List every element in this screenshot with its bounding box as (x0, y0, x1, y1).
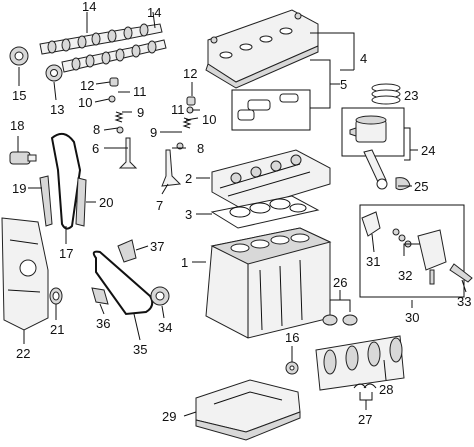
valve-right (161, 149, 182, 187)
cylinder-head (211, 149, 331, 211)
valve-spring-left (114, 111, 124, 123)
crankshaft (315, 335, 405, 391)
crank-pulley-bolt (285, 361, 299, 375)
callout-19: 19 (12, 181, 26, 196)
connecting-rod-bearing (395, 177, 411, 191)
timing-cover (1, 217, 49, 331)
callout-3: 3 (185, 207, 192, 222)
callout-22: 22 (16, 346, 30, 361)
callout-24: 24 (421, 143, 435, 158)
callout-12-b: 12 (183, 66, 197, 81)
oil-pump-chain (92, 250, 154, 316)
callout-29: 29 (162, 409, 176, 424)
callout-37: 37 (150, 239, 164, 254)
valve-lifter-right (186, 96, 196, 106)
oil-pump-inlet (361, 211, 381, 237)
cam-sprocket-13 (45, 64, 63, 82)
camshaft-exhaust (61, 39, 167, 73)
callout-35: 35 (133, 342, 147, 357)
callout-17: 17 (59, 246, 73, 261)
callout-10-b: 10 (202, 112, 216, 127)
oil-pressure-sensor (449, 263, 473, 283)
camshaft-intake (39, 23, 163, 55)
valve-lifter-left (109, 77, 119, 87)
callout-13: 13 (50, 102, 64, 117)
callout-5: 5 (340, 77, 347, 92)
callout-9-b: 9 (150, 125, 157, 140)
leader-lines (17, 11, 467, 417)
oil-pump-group-box (359, 204, 465, 298)
oil-pump-sprocket (150, 286, 170, 306)
head-gasket (210, 195, 320, 229)
callout-6: 6 (92, 141, 99, 156)
callout-34: 34 (158, 320, 172, 335)
oil-pump-body (417, 229, 447, 285)
oil-pan (195, 379, 301, 441)
engine-block (205, 227, 332, 339)
callout-14-a: 14 (82, 0, 96, 14)
crank-bearings-upper (322, 314, 358, 326)
callout-labels: 14 14 15 13 12 11 10 9 8 6 12 11 10 9 8 … (10, 0, 471, 427)
callout-28: 28 (379, 382, 393, 397)
callout-7: 7 (156, 198, 163, 213)
thrust-washers (353, 383, 377, 389)
callout-27: 27 (358, 412, 372, 427)
chain-guide-37 (117, 239, 137, 263)
callout-15: 15 (12, 88, 26, 103)
callout-11-b: 11 (171, 102, 185, 117)
valve-left (118, 137, 138, 169)
callout-8-a: 8 (93, 122, 100, 137)
cam-position-sensor (9, 151, 37, 165)
callout-20: 20 (99, 195, 113, 210)
piston-rings (371, 83, 401, 105)
callout-32: 32 (398, 268, 412, 283)
callout-23: 23 (404, 88, 418, 103)
crank-seal (49, 287, 63, 305)
callout-18: 18 (10, 118, 24, 133)
chain-tensioner-36 (91, 287, 109, 305)
callout-33: 33 (457, 294, 471, 309)
callout-25: 25 (414, 179, 428, 194)
callout-8-b: 8 (197, 141, 204, 156)
callout-11-a: 11 (133, 84, 147, 99)
callout-4: 4 (360, 51, 367, 66)
valve-seal-left (116, 126, 124, 134)
callout-1: 1 (181, 255, 188, 270)
callout-21: 21 (50, 322, 64, 337)
valve-keeper-left (108, 95, 116, 103)
valve-cover-gaskets (231, 89, 311, 131)
callout-2: 2 (185, 171, 192, 186)
piston-assembly (341, 107, 405, 190)
callout-12-a: 12 (80, 78, 94, 93)
callout-9-a: 9 (137, 105, 144, 120)
callout-30: 30 (405, 310, 419, 325)
valve-cover (205, 9, 319, 89)
callout-36: 36 (96, 316, 110, 331)
callout-16: 16 (285, 330, 299, 345)
chain-guide-20 (75, 177, 87, 227)
cam-sprocket-15 (9, 46, 29, 66)
callout-31: 31 (366, 254, 380, 269)
timing-chain (50, 132, 82, 230)
callout-14-b: 14 (147, 5, 161, 20)
callout-26: 26 (333, 275, 347, 290)
callout-10-a: 10 (78, 95, 92, 110)
chain-guide-19 (39, 175, 53, 227)
